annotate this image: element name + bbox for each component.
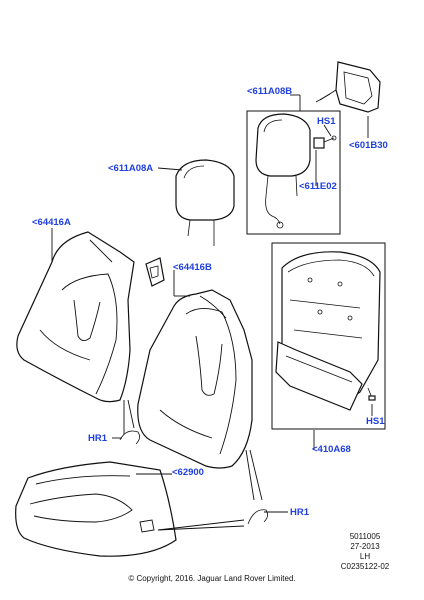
callout-611A08B[interactable]: <611A08B: [247, 86, 293, 97]
seat-back-cover-b[interactable]: [137, 289, 253, 469]
callout-hs1-bottom[interactable]: HS1: [366, 416, 385, 427]
seat-back-panel-box: [271, 242, 386, 430]
meta-line-3: LH: [359, 552, 371, 561]
seat-back-cover-a[interactable]: [16, 231, 135, 403]
meta-line-2: 27-2013: [350, 542, 380, 551]
callout-410A68[interactable]: <410A68: [312, 444, 351, 455]
callout-601B30[interactable]: <601B30: [349, 140, 388, 151]
copyright-text: © Copyright, 2016. Jaguar Land Rover Lim…: [128, 574, 296, 583]
callout-611E02[interactable]: <611E02: [299, 181, 337, 192]
callout-64416A[interactable]: <64416A: [32, 217, 71, 228]
diagram-meta-block: 5011005 27-2013 LH C0235122-02: [330, 532, 400, 572]
leader-lines: [51, 94, 373, 531]
hog-ring-hr1-left[interactable]: [119, 430, 140, 445]
callout-hr1-left[interactable]: HR1: [88, 433, 108, 444]
headrest-frame-part[interactable]: [315, 61, 381, 113]
headrest-a-part[interactable]: [175, 159, 235, 246]
seat-cushion-cover[interactable]: [15, 461, 177, 557]
callout-64416B[interactable]: <64416B: [173, 262, 212, 273]
callout-hs1-top[interactable]: HS1: [317, 116, 336, 127]
headrest-b-part[interactable]: [255, 113, 311, 229]
callout-62900[interactable]: <62900: [172, 467, 204, 478]
callout-hr1-bottom[interactable]: HR1: [290, 507, 310, 518]
hog-ring-hr1-bottom[interactable]: [247, 509, 268, 525]
seat-back-panel-part[interactable]: [275, 251, 381, 411]
callout-611A08A[interactable]: <611A08A: [108, 163, 154, 174]
meta-line-4: C0235122-02: [340, 562, 390, 571]
screw-hs1-top[interactable]: [313, 135, 337, 149]
seat-clip-part[interactable]: [145, 257, 165, 287]
headrest-detail-box: [246, 110, 341, 235]
meta-line-1: 5011005: [349, 532, 381, 541]
screw-hs1-bottom[interactable]: [367, 387, 376, 401]
